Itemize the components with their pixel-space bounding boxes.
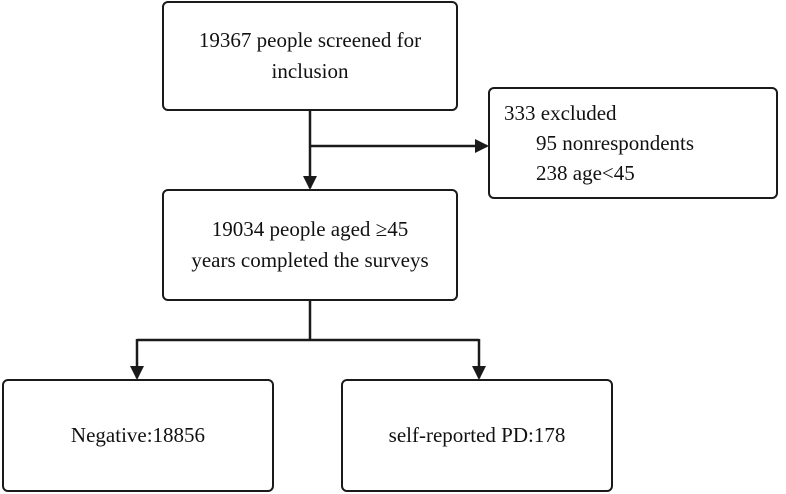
excluded-title: 333 excluded <box>504 101 617 125</box>
completed-line-2: years completed the surveys <box>191 248 429 272</box>
negative-node: Negative:18856 <box>2 379 274 492</box>
excluded-nonrespondents: 95 nonrespondents <box>536 131 695 155</box>
negative-label: Negative:18856 <box>70 423 206 447</box>
completed-node: 19034 people aged ≥45 years completed th… <box>162 189 458 301</box>
completed-line-1: 19034 people aged ≥45 <box>211 217 409 241</box>
screened-line-2: inclusion <box>271 59 349 83</box>
pd-label: self-reported PD:178 <box>388 423 566 447</box>
screened-line-1: 19367 people screened for <box>198 28 422 52</box>
self-reported-pd-node: self-reported PD:178 <box>341 379 613 492</box>
excluded-node: 333 excluded 95 nonrespondents 238 age<4… <box>488 87 778 199</box>
excluded-age: 238 age<45 <box>536 161 635 185</box>
screened-node: 19367 people screened for inclusion <box>162 1 458 111</box>
